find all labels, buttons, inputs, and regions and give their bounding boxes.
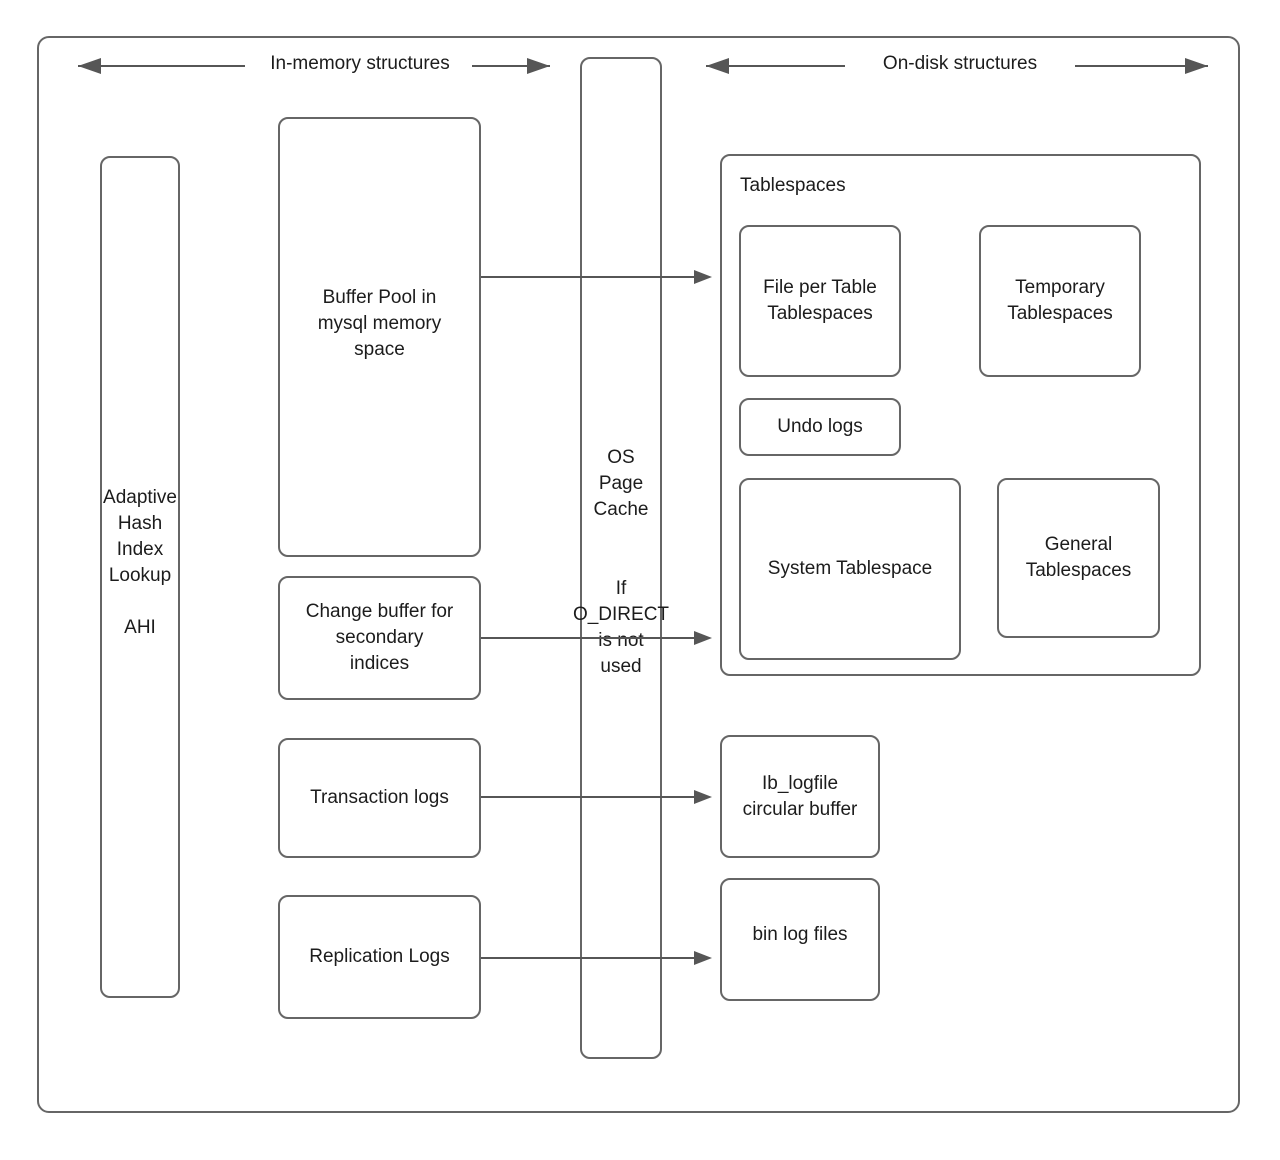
- change-buffer-box[interactable]: Change buffer for secondary indices: [278, 576, 481, 700]
- os-page-cache-box[interactable]: [580, 57, 662, 1059]
- change-buffer-label: Change buffer for secondary indices: [305, 601, 454, 674]
- system-tablespace-label: System Tablespace: [767, 558, 933, 579]
- adaptive-hash-index-box[interactable]: [100, 156, 180, 998]
- system-tablespace-box[interactable]: System Tablespace: [739, 478, 961, 660]
- bin-log-files-label: bin log files: [752, 924, 848, 945]
- band-title-in-memory: In-memory structures: [270, 53, 450, 74]
- ib-logfile-box[interactable]: Ib_logfile circular buffer: [720, 735, 880, 858]
- replication-logs-box[interactable]: Replication Logs: [278, 895, 481, 1019]
- temporary-tablespaces-label: Temporary Tablespaces: [1007, 277, 1113, 324]
- undo-logs-box[interactable]: Undo logs: [739, 398, 901, 456]
- general-tablespaces-box[interactable]: General Tablespaces: [997, 478, 1160, 638]
- bin-log-files-box[interactable]: bin log files: [720, 878, 880, 1001]
- file-per-table-tablespaces-label: File per Table Tablespaces: [763, 277, 877, 324]
- tablespaces-group-title: Tablespaces: [740, 175, 846, 196]
- band-title-on-disk: On-disk structures: [882, 53, 1038, 74]
- undo-logs-label: Undo logs: [777, 416, 863, 437]
- ib-logfile-label: Ib_logfile circular buffer: [742, 772, 858, 820]
- temporary-tablespaces-box[interactable]: Temporary Tablespaces: [979, 225, 1141, 377]
- buffer-pool-box[interactable]: Buffer Pool in mysql memory space: [278, 117, 481, 557]
- os-page-cache-note: If O_DIRECT is not used: [572, 578, 670, 677]
- transaction-logs-label: Transaction logs: [310, 787, 449, 808]
- replication-logs-label: Replication Logs: [309, 946, 450, 967]
- general-tablespaces-label: General Tablespaces: [1025, 534, 1132, 581]
- os-page-cache-title: OS Page Cache: [593, 447, 649, 520]
- buffer-pool-label: Buffer Pool in mysql memory space: [317, 286, 442, 360]
- transaction-logs-box[interactable]: Transaction logs: [278, 738, 481, 858]
- adaptive-hash-index-label: Adaptive Hash Index Lookup AHI: [103, 487, 177, 638]
- file-per-table-tablespaces-box[interactable]: File per Table Tablespaces: [739, 225, 901, 377]
- outer-frame: [37, 36, 1240, 1113]
